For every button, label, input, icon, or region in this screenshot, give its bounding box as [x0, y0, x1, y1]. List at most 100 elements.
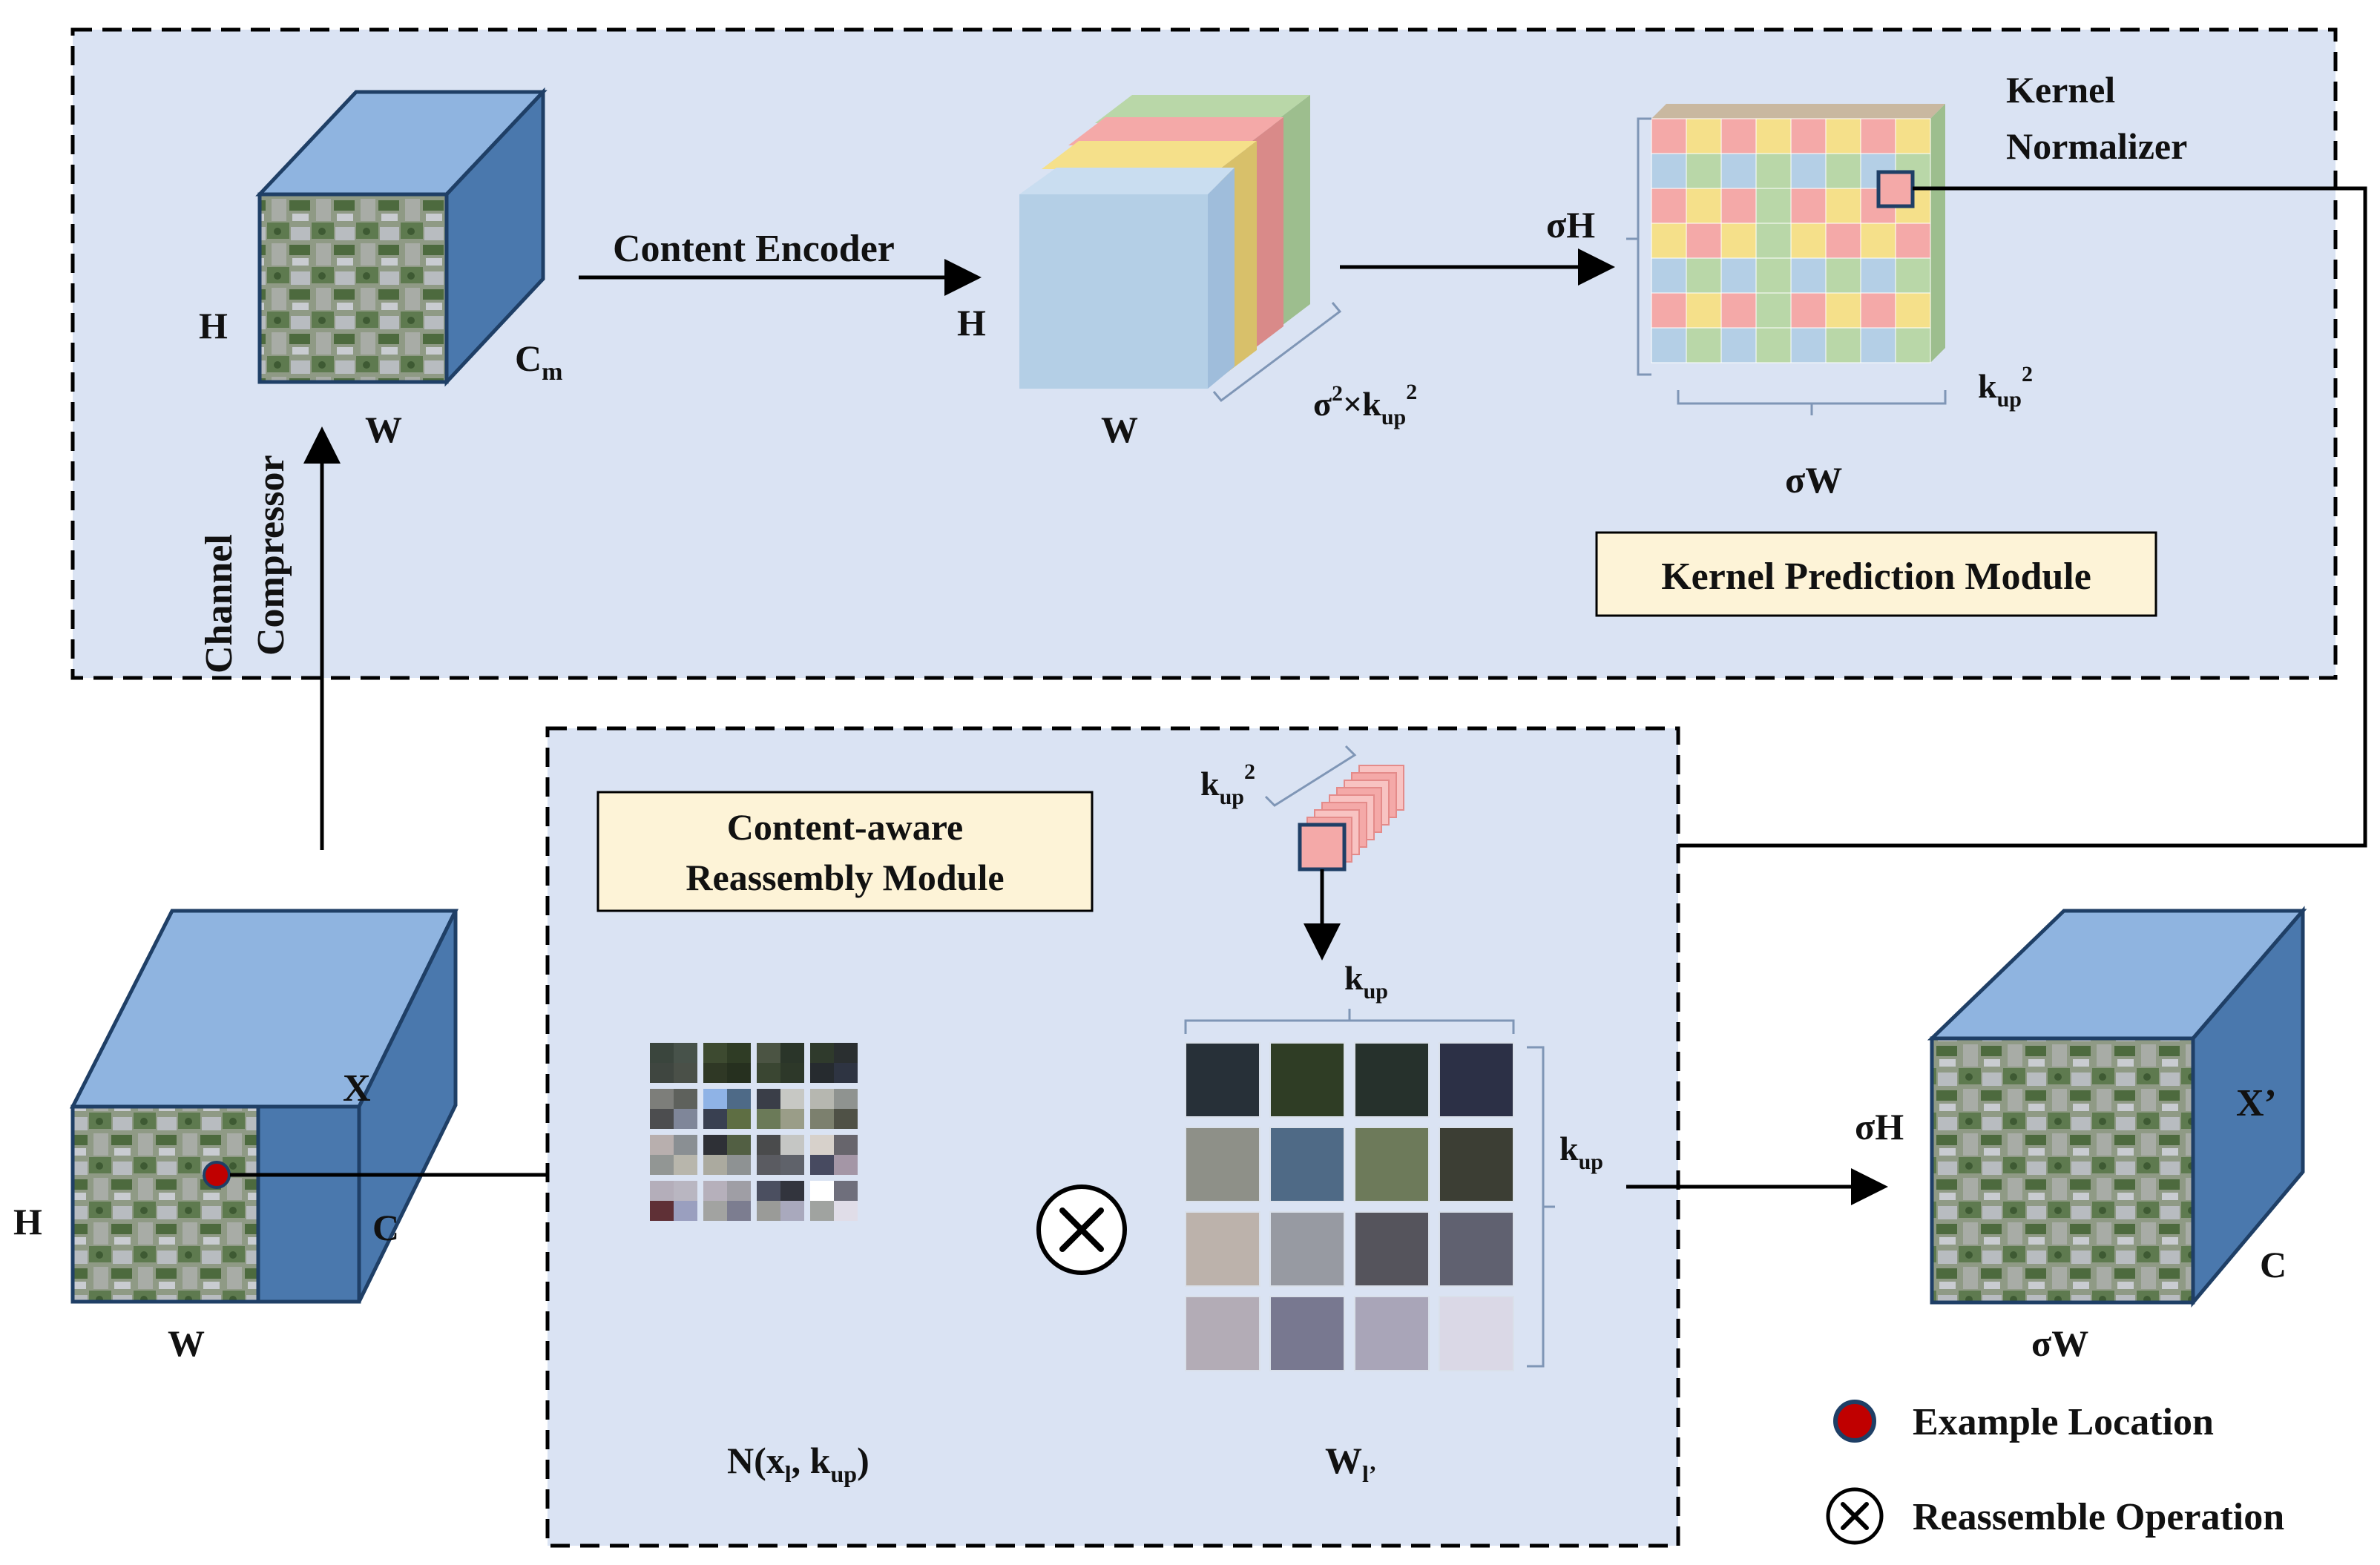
weights-cell	[1354, 1211, 1430, 1287]
neighborhood-patch-cell	[780, 1109, 804, 1129]
neighborhood-patch-cell	[780, 1155, 804, 1175]
compressed-cube-c-label: Cm	[515, 337, 562, 386]
neighborhood-patch-cell	[757, 1109, 780, 1129]
kernel-grid-cell	[1686, 327, 1722, 363]
weights-cell	[1269, 1296, 1345, 1371]
weights-cell	[1354, 1042, 1430, 1118]
channel-compressor-label-1: Channel	[198, 534, 240, 673]
kernel-grid-cell	[1720, 188, 1757, 224]
predicted-kernel-grid	[1651, 104, 1945, 363]
neighborhood-patch-cell	[650, 1181, 674, 1201]
neighborhood-patch-cell	[810, 1063, 834, 1083]
kernel-prediction-title: Kernel Prediction Module	[1661, 556, 2091, 598]
weights-cell	[1185, 1127, 1260, 1202]
weights-cell	[1185, 1296, 1260, 1371]
kernel-normalizer-label-1: Kernel	[2006, 69, 2115, 111]
neighborhood-patch-cell	[780, 1043, 804, 1063]
encoded-h-label: H	[957, 302, 986, 343]
kernel-grid-cell	[1686, 153, 1722, 189]
kernel-grid-cell	[1651, 257, 1687, 294]
kernel-grid-cell	[1651, 327, 1687, 363]
neighborhood-patch-grid	[650, 1043, 858, 1221]
weights-top-brace	[1184, 1009, 1515, 1034]
kernel-grid-cell	[1895, 223, 1931, 259]
neighborhood-patch-cell	[727, 1043, 751, 1063]
example-location-dot	[203, 1161, 231, 1189]
neighborhood-patch-cell	[650, 1063, 674, 1083]
input-feature-cube	[69, 909, 459, 1304]
weights-cell	[1354, 1296, 1430, 1371]
neighborhood-patch-cell	[810, 1109, 834, 1129]
weights-cell	[1185, 1042, 1260, 1118]
neighborhood-patch-cell	[757, 1201, 780, 1221]
kernel-grid-cell	[1720, 257, 1757, 294]
kernel-grid-cell	[1651, 188, 1687, 224]
neighborhood-patch-cell	[703, 1181, 727, 1201]
kernel-grid-cell	[1825, 223, 1861, 259]
neighborhood-patch-cell	[810, 1135, 834, 1155]
selected-kernel-cell	[1876, 170, 1915, 208]
kernel-grid-cell	[1860, 223, 1896, 259]
neighborhood-patch-cell	[727, 1135, 751, 1155]
kernel-grid-cell	[1755, 188, 1792, 224]
kernel-grid-cell	[1720, 327, 1757, 363]
input-cube-x-label: X	[343, 1067, 371, 1110]
neighborhood-patch-cell	[810, 1089, 834, 1109]
kernel-grid-cell	[1720, 292, 1757, 329]
neighborhood-patch-cell	[757, 1181, 780, 1201]
kernel-grid-cell	[1651, 153, 1687, 189]
neighborhood-patch-cell	[703, 1201, 727, 1221]
reassembly-title-line-2: Reassembly Module	[686, 857, 1004, 898]
encoded-feature-blocks	[1019, 95, 1310, 389]
neighborhood-patch-cell	[650, 1135, 674, 1155]
reassembly-kernel-cell	[1298, 823, 1347, 872]
compressed-feature-cube	[255, 87, 548, 387]
neighborhood-patch-cell	[834, 1201, 858, 1221]
neighborhood-patch-cell	[780, 1201, 804, 1221]
kernel-grid-cell	[1686, 188, 1722, 224]
kernel-grid-cell	[1686, 292, 1722, 329]
neighborhood-patch-cell	[674, 1063, 697, 1083]
kernel-grid-cell	[1651, 292, 1687, 329]
neighborhood-patch-cell	[674, 1135, 697, 1155]
input-cube-w-label: W	[168, 1322, 205, 1364]
neighborhood-patch-cell	[674, 1043, 697, 1063]
encoded-depth-brace	[1212, 302, 1342, 403]
neighborhood-patch-cell	[727, 1201, 751, 1221]
neighborhood-patch-cell	[834, 1089, 858, 1109]
output-cube-x-label: X’	[2236, 1082, 2277, 1124]
kernel-grid-cell	[1860, 292, 1896, 329]
kernel-grid-cell	[1790, 292, 1827, 329]
neighborhood-patch-cell	[780, 1089, 804, 1109]
neighborhood-patch-cell	[674, 1155, 697, 1175]
neighborhood-patch-cell	[834, 1063, 858, 1083]
encoded-depth-label: σ2×kup2	[1313, 380, 1417, 429]
kernel-grid-cell	[1686, 223, 1722, 259]
kernel-w-brace	[1677, 390, 1947, 415]
neighborhood-patch-cell	[674, 1109, 697, 1129]
kernel-grid-cell	[1895, 292, 1931, 329]
weights-right-brace	[1527, 1046, 1555, 1368]
reassembly-weights-grid	[1185, 1042, 1514, 1371]
kernel-grid-cell	[1825, 188, 1861, 224]
content-encoder-label: Content Encoder	[613, 228, 895, 270]
kernel-grid-cell	[1790, 257, 1827, 294]
kernel-grid-cell	[1790, 223, 1827, 259]
kernel-to-reassembly-connector	[1339, 186, 2367, 864]
neighborhood-patch-cell	[757, 1089, 780, 1109]
kernel-grid-cell	[1860, 118, 1896, 154]
legend-example-location-icon	[1833, 1400, 1876, 1443]
kernel-grid-cell	[1651, 223, 1687, 259]
kernel-grid-cell	[1825, 118, 1861, 154]
neighborhood-patch-cell	[703, 1155, 727, 1175]
neighborhood-patch-cell	[834, 1181, 858, 1201]
neighborhood-patch-cell	[810, 1043, 834, 1063]
legend-reassemble-label: Reassemble Operation	[1913, 1496, 2284, 1538]
neighborhood-patch-cell	[703, 1043, 727, 1063]
kernel-grid-cell	[1686, 257, 1722, 294]
output-cube-w-label: σW	[2031, 1322, 2088, 1364]
weights-cell	[1185, 1211, 1260, 1287]
weights-cell	[1269, 1042, 1345, 1118]
neighborhood-patch-cell	[727, 1063, 751, 1083]
kernel-grid-cell	[1720, 153, 1757, 189]
